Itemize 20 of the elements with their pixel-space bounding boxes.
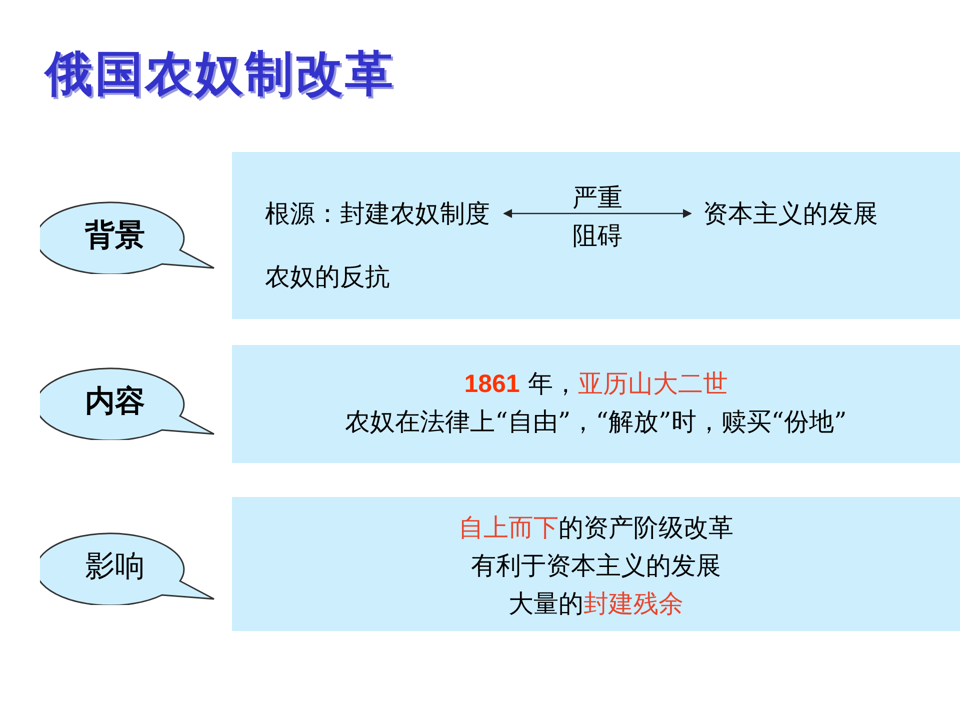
slide-title: 俄国农奴制改革 bbox=[45, 45, 395, 104]
body-text: 1861 年， bbox=[464, 369, 578, 398]
body-text: 的资产阶级改革 bbox=[558, 513, 734, 542]
body-text: 农奴的反抗 bbox=[265, 262, 390, 291]
double-arrow bbox=[503, 208, 692, 218]
text-label: 资本主义的发展 bbox=[703, 197, 878, 230]
content-panel bbox=[232, 152, 960, 319]
body-text: 大量的 bbox=[508, 589, 584, 618]
content-panel bbox=[232, 497, 960, 631]
bubble-label: 内容 bbox=[84, 383, 146, 421]
content-panel bbox=[232, 345, 960, 463]
body-text: 农奴在法律上“自由”，“解放”时，赎买“份地” bbox=[345, 407, 847, 436]
highlighted-text: 亚历山大二世 bbox=[578, 369, 728, 398]
bubble-label: 影响 bbox=[84, 548, 146, 586]
highlighted-text: 自上而下 bbox=[458, 513, 558, 542]
edge-label: 严重阻碍 bbox=[572, 182, 624, 252]
text-label: 根源：封建农奴制度 bbox=[265, 197, 490, 230]
body-text: 有利于资本主义的发展 bbox=[471, 551, 721, 580]
bubble-label: 背景 bbox=[84, 217, 146, 255]
highlighted-text: 封建残余 bbox=[584, 589, 684, 618]
